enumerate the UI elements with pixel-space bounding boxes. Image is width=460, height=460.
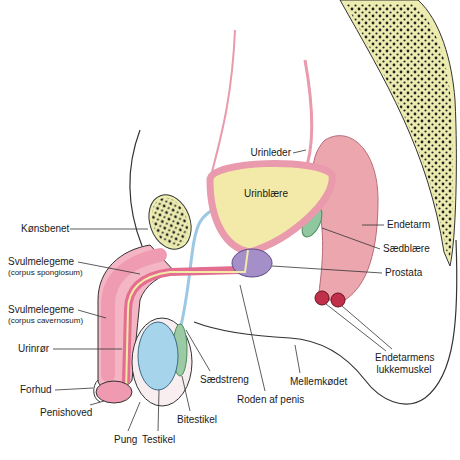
part-label: Pung <box>114 434 137 446</box>
part-label: Kønsbenet <box>21 223 69 235</box>
part-label: Endetarmens lukkemuskel <box>375 352 433 376</box>
part-label: Urinrør <box>18 343 49 355</box>
part-label: Prostata <box>385 267 422 279</box>
part-label: Endetarm <box>387 219 430 231</box>
part-label: (corpus spongiosum) <box>8 268 83 278</box>
part-label: Svulmelegeme <box>8 256 74 268</box>
part-label: Forhud <box>20 384 52 396</box>
part-label: Sædstreng <box>200 374 249 386</box>
part-label: (corpus cavernosum) <box>8 316 83 326</box>
part-label: Bitestikel <box>177 414 217 426</box>
part-label: Roden af penis <box>237 394 304 406</box>
part-label: Urinblære <box>244 188 288 200</box>
part-label: Mellemkødet <box>290 376 347 388</box>
part-label: Sædblære <box>383 243 430 255</box>
part-label: Svulmelegeme <box>8 304 74 316</box>
part-label: Penishoved <box>40 407 92 419</box>
part-label: Urinleder <box>250 147 291 159</box>
part-label: Testikel <box>142 434 175 446</box>
